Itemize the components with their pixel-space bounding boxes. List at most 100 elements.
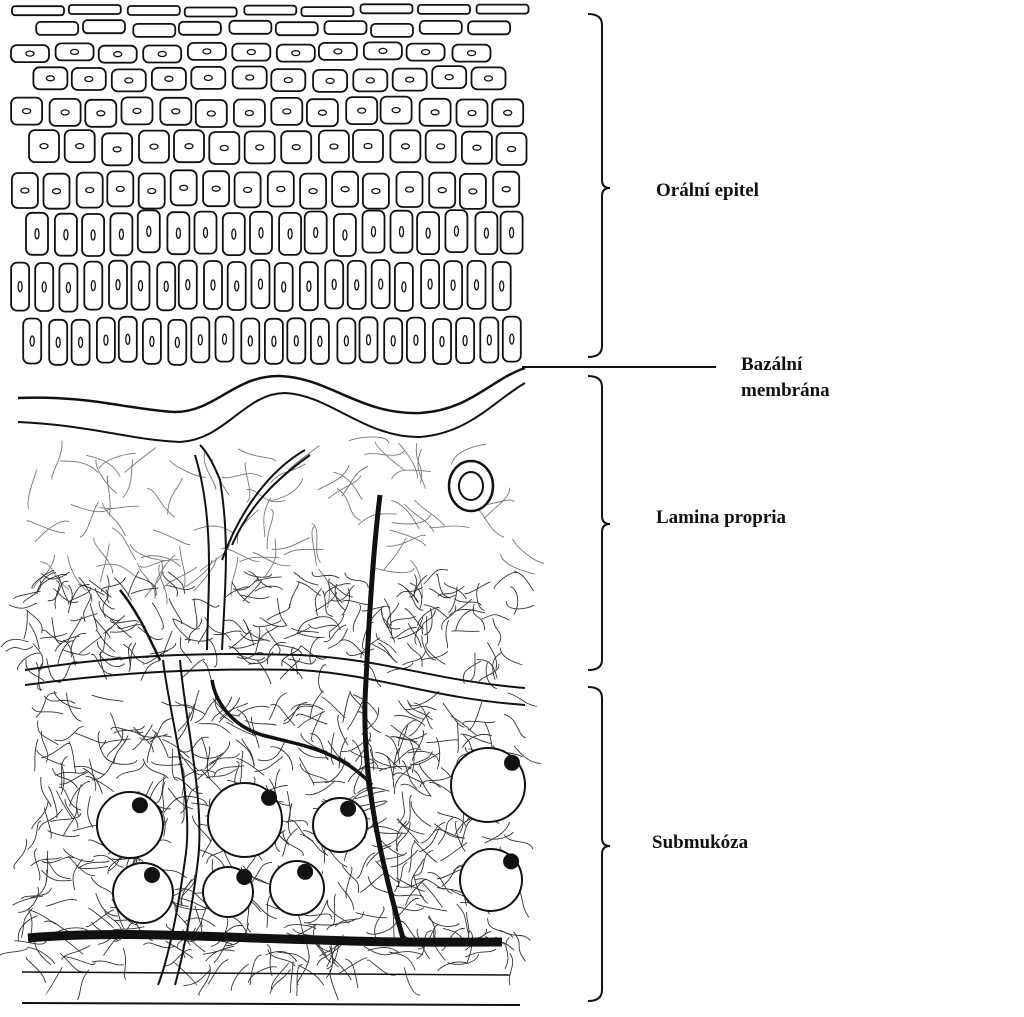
connective-fiber [493, 572, 518, 589]
connective-fiber [253, 576, 282, 583]
connective-fiber [152, 529, 191, 546]
connective-fiber [465, 931, 492, 951]
connective-fiber [133, 726, 154, 753]
epithelial-cell [389, 209, 414, 254]
connective-fiber [76, 783, 82, 817]
connective-fiber [13, 839, 27, 870]
connective-fiber [25, 956, 46, 984]
connective-fiber [296, 580, 321, 597]
connective-fiber [283, 626, 311, 639]
epithelial-cell [58, 262, 79, 313]
connective-fiber [190, 690, 200, 722]
label-basal-membrane-line2: membrána [741, 380, 830, 401]
epithelial-cell [309, 317, 330, 365]
connective-fiber [47, 786, 58, 819]
cell-nucleus [499, 280, 505, 292]
connective-fiber [300, 733, 328, 753]
connective-fiber [179, 637, 192, 664]
connective-fiber [93, 537, 113, 574]
connective-fiber [51, 440, 63, 480]
connective-fiber [398, 723, 409, 755]
connective-fiber [467, 701, 483, 731]
connective-fiber [66, 692, 82, 722]
connective-fiber [352, 603, 361, 632]
connective-fiber [175, 712, 190, 743]
cell-nucleus [69, 48, 80, 56]
connective-fiber [323, 624, 347, 643]
connective-fiber [250, 716, 260, 749]
connective-fiber [112, 926, 145, 931]
connective-fiber [389, 615, 417, 628]
connective-fiber [423, 569, 449, 585]
cell-nucleus [184, 143, 194, 150]
connective-fiber [45, 658, 62, 683]
epithelial-cell [470, 66, 507, 91]
connective-fiber [174, 701, 205, 715]
nerve-vertical [362, 494, 408, 946]
connective-fiber [383, 598, 392, 626]
cell-nucleus [468, 188, 478, 195]
epithelial-cell [362, 41, 403, 61]
connective-fiber [423, 607, 433, 636]
connective-fiber [391, 893, 424, 899]
connective-fiber [504, 936, 510, 970]
epithelial-cell [243, 130, 276, 165]
connective-fiber [429, 525, 470, 529]
connective-fiber [310, 733, 329, 761]
connective-fiber [385, 755, 394, 788]
connective-fiber [435, 573, 451, 599]
cell-nucleus [202, 226, 209, 239]
connective-fiber [61, 649, 91, 656]
cell-nucleus [501, 186, 511, 193]
connective-fiber [165, 940, 194, 959]
epithelial-cell [317, 129, 350, 164]
connective-fiber [492, 652, 502, 680]
connective-fiber [388, 951, 416, 971]
connective-fiber [199, 723, 231, 734]
connective-fiber [353, 790, 385, 800]
cell-nucleus [257, 278, 264, 290]
cell-nucleus [313, 226, 319, 239]
connective-fiber [288, 803, 293, 836]
connective-fiber [344, 958, 359, 989]
epithelial-cell [35, 20, 80, 36]
connective-fiber [198, 964, 211, 996]
epithelial-cell [431, 65, 468, 89]
connective-fiber [62, 848, 95, 863]
connective-fiber [425, 643, 446, 665]
connective-fiber [154, 554, 176, 590]
connective-fiber [269, 969, 292, 994]
connective-fiber [207, 741, 230, 766]
connective-fiber [244, 462, 251, 503]
connective-fiber [83, 594, 93, 623]
connective-fiber [390, 724, 418, 743]
connective-fiber [14, 939, 47, 945]
connective-fiber [357, 513, 397, 526]
connective-fiber [28, 622, 41, 650]
connective-fiber [162, 739, 190, 758]
label-basal-membrane-line1: Bazální [741, 354, 803, 375]
connective-fiber [400, 783, 432, 797]
epithelial-cell [300, 6, 355, 17]
cell-nucleus [149, 335, 155, 348]
connective-fiber [51, 617, 61, 645]
epithelial-cell [54, 42, 95, 62]
cell-nucleus [65, 281, 72, 294]
cell-nucleus [472, 144, 482, 151]
connective-fiber [162, 571, 178, 597]
connective-fiber [85, 775, 115, 793]
connective-fiber [169, 459, 206, 478]
epithelial-cell [336, 317, 357, 365]
connective-fiber [327, 899, 350, 924]
connective-fiber [407, 699, 433, 721]
epithelial-cell [346, 259, 367, 310]
connective-fiber [247, 966, 277, 983]
connective-fiber [404, 607, 424, 630]
connective-fiber [513, 570, 534, 592]
cell-nucleus [306, 280, 312, 292]
connective-fiber [259, 617, 288, 627]
connective-fiber [31, 707, 64, 715]
connective-fiber [402, 649, 427, 666]
cell-nucleus [147, 187, 157, 195]
cell-nucleus [112, 146, 122, 153]
